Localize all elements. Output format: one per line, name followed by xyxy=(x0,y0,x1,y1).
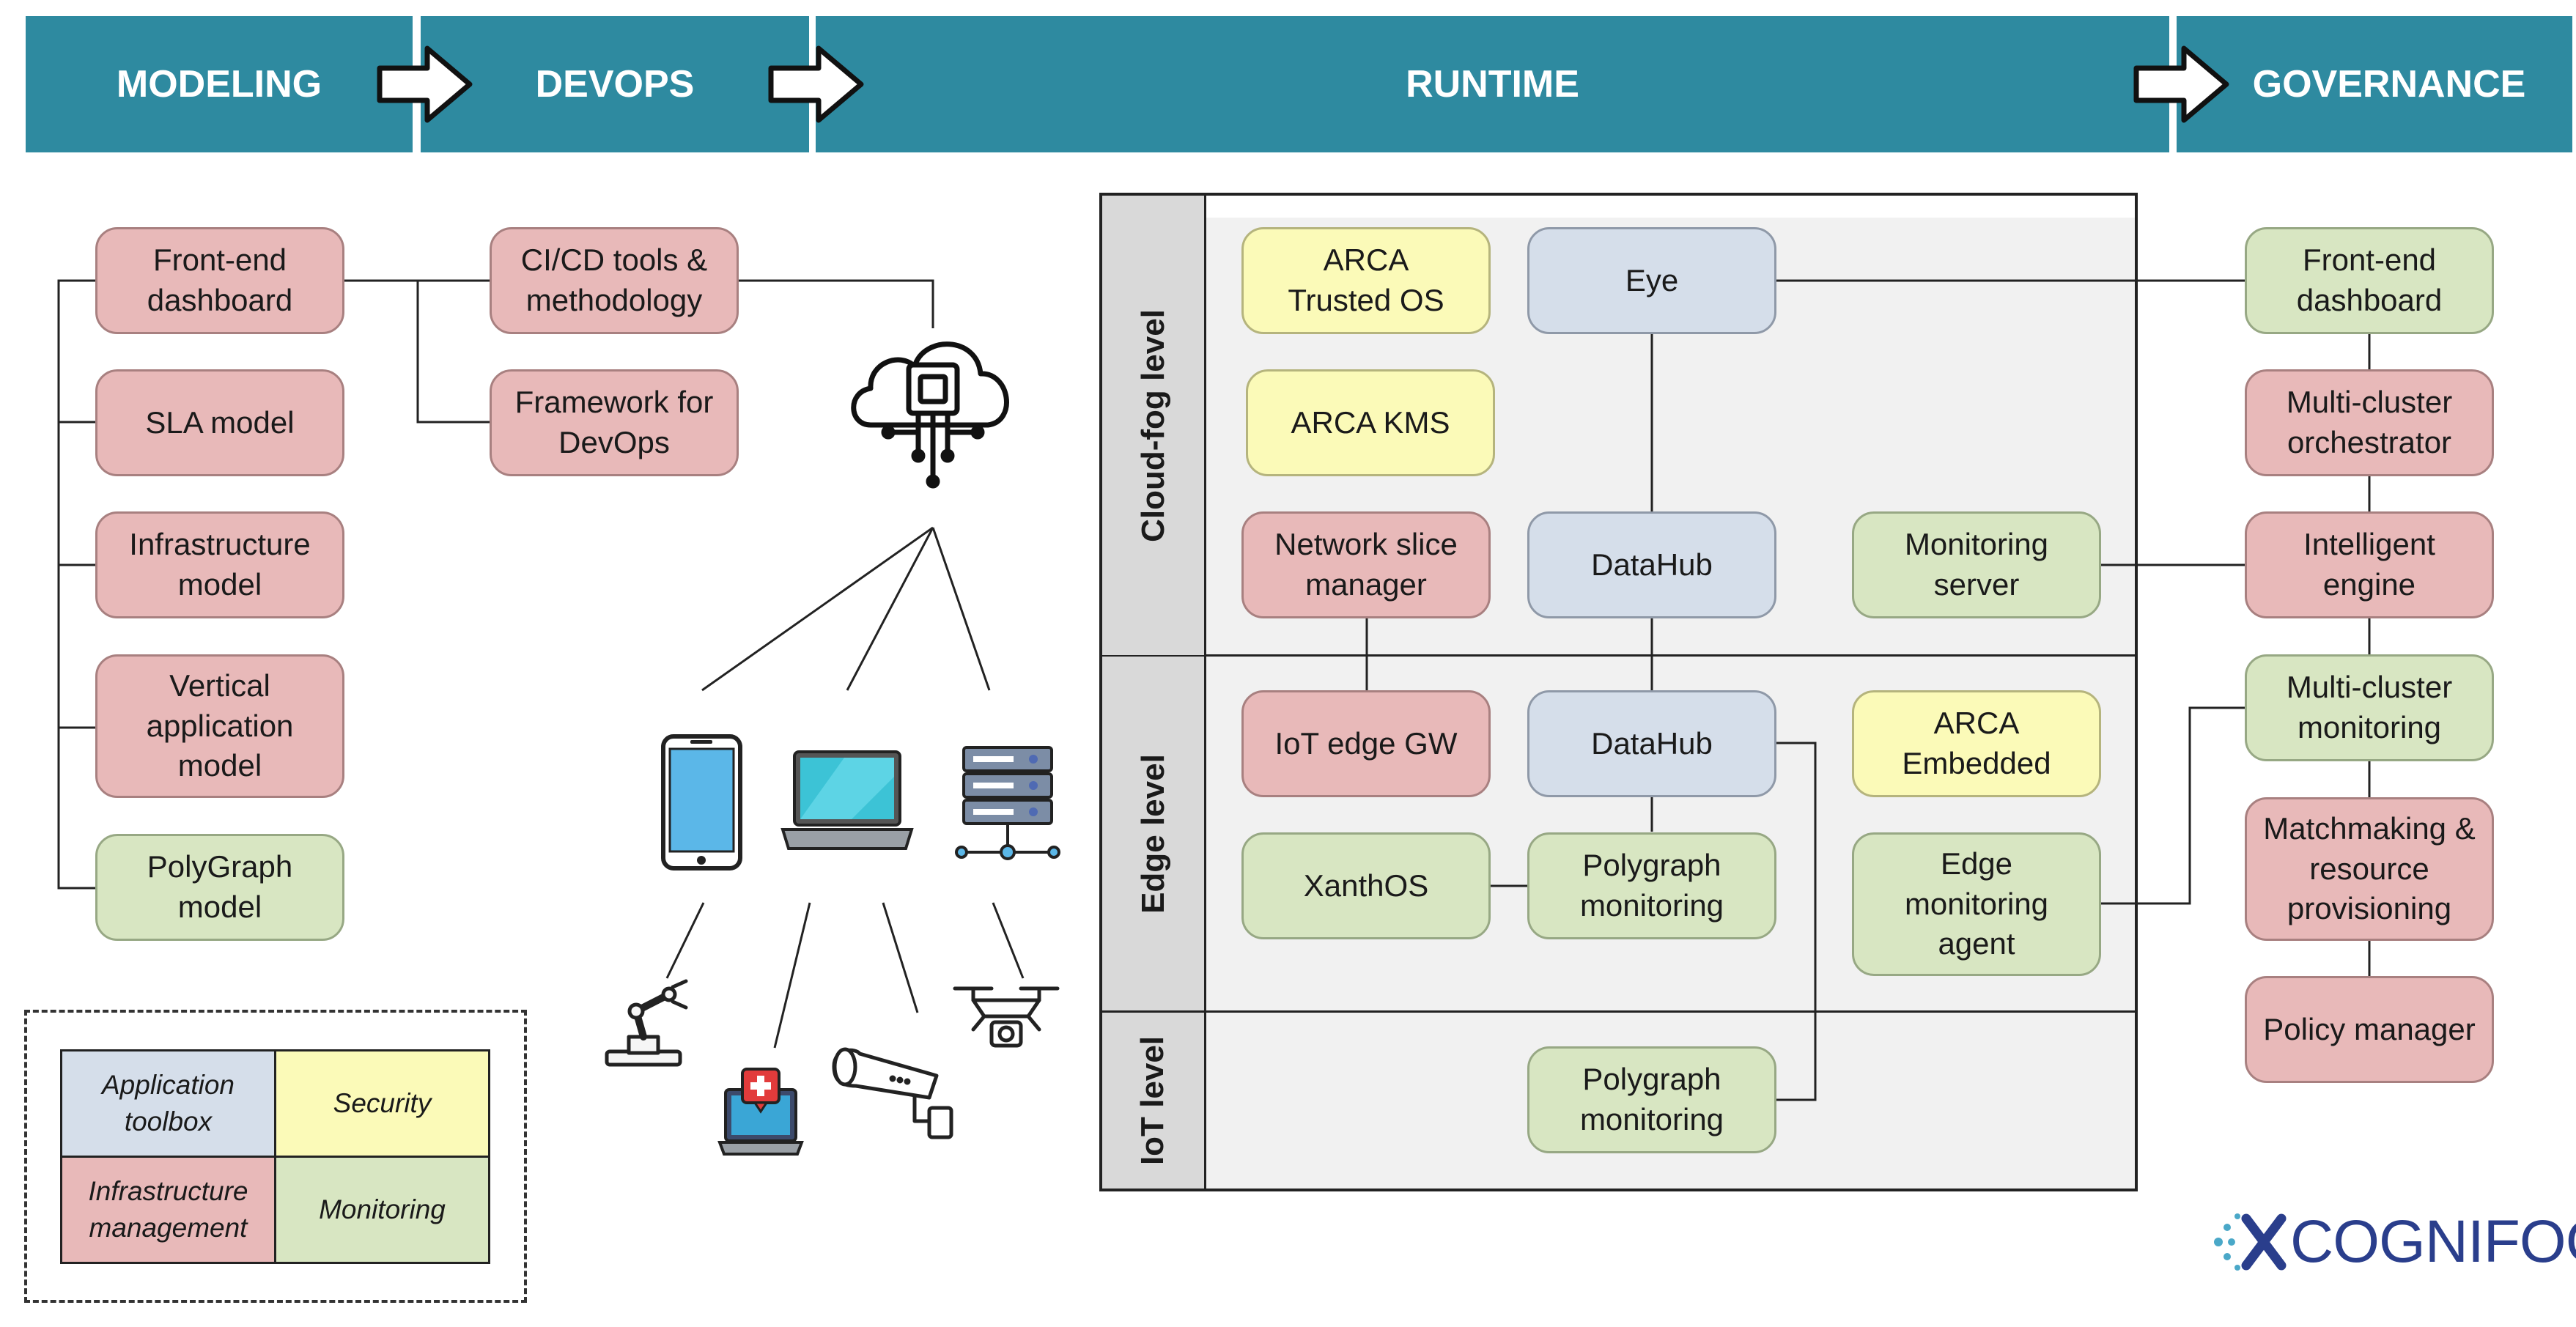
arca-kms: ARCA KMS xyxy=(1246,369,1495,476)
monitoring-server: Monitoring server xyxy=(1852,511,2101,618)
phase-modeling-label: MODELING xyxy=(116,63,322,106)
devops-cicd-tools: CI/CD tools & methodology xyxy=(490,227,739,334)
matchmaking-resource-provisioning: Matchmaking & resource provisioning xyxy=(2245,797,2494,941)
phase-modeling: MODELING xyxy=(26,16,413,152)
arrow-right-icon xyxy=(768,45,864,123)
legend-application-toolbox: Application toolbox xyxy=(60,1049,276,1158)
phase-runtime: RUNTIME xyxy=(816,16,2169,152)
edge-monitoring-agent: Edge monitoring agent xyxy=(1852,832,2101,976)
cognifog-logo-icon xyxy=(2214,1213,2287,1271)
phase-devops-label: DEVOPS xyxy=(535,63,695,106)
phase-devops: DEVOPS xyxy=(421,16,809,152)
legend-infrastructure-management: Infrastructure management xyxy=(60,1156,276,1264)
intelligent-engine: Intelligent engine xyxy=(2245,511,2494,618)
modeling-infrastructure-model: Infrastructure model xyxy=(95,511,344,618)
arca-embedded: ARCA Embedded xyxy=(1852,690,2101,797)
smartphone-icon xyxy=(661,734,742,871)
iot-edge-gw: IoT edge GW xyxy=(1241,690,1491,797)
level-label-cloud-fog: Cloud-fog level xyxy=(1102,196,1206,655)
governance-frontend-dashboard: Front-end dashboard xyxy=(2245,227,2494,334)
phase-governance-label: GOVERNANCE xyxy=(2252,63,2526,106)
level-label-iot: IoT level xyxy=(1102,1013,1206,1189)
multi-cluster-monitoring: Multi-cluster monitoring xyxy=(2245,654,2494,761)
cloud-chip-icon xyxy=(851,341,1009,489)
arrow-right-icon xyxy=(377,45,473,123)
network-slice-manager: Network slice manager xyxy=(1241,511,1491,618)
cognifog-logo-text: COGNIFOG xyxy=(2290,1208,2576,1275)
legend-monitoring: Monitoring xyxy=(274,1156,490,1264)
security-camera-icon xyxy=(832,1047,953,1139)
level-label-edge: Edge level xyxy=(1102,657,1206,1010)
phase-runtime-label: RUNTIME xyxy=(1406,63,1579,106)
arrow-right-icon xyxy=(2133,45,2229,123)
cloud-fog-band-top xyxy=(1206,196,2135,218)
modeling-vertical-application-model: Vertical application model xyxy=(95,654,344,798)
datahub-cloud: DataHub xyxy=(1527,511,1776,618)
medical-laptop-icon xyxy=(717,1068,804,1156)
cognifog-logo: COGNIFOG xyxy=(2210,1205,2576,1279)
drone-icon xyxy=(953,986,1060,1048)
phase-governance: GOVERNANCE xyxy=(2177,16,2572,152)
xanthos: XanthOS xyxy=(1241,832,1491,939)
policy-manager: Policy manager xyxy=(2245,976,2494,1083)
legend-security: Security xyxy=(274,1049,490,1158)
multi-cluster-orchestrator: Multi-cluster orchestrator xyxy=(2245,369,2494,476)
polygraph-monitoring-iot: Polygraph monitoring xyxy=(1527,1046,1776,1153)
modeling-frontend-dashboard: Front-end dashboard xyxy=(95,227,344,334)
laptop-icon xyxy=(780,750,914,850)
eye-box: Eye xyxy=(1527,227,1776,334)
polygraph-monitoring-edge: Polygraph monitoring xyxy=(1527,832,1776,939)
devops-framework: Framework for DevOps xyxy=(490,369,739,476)
legend: Application toolbox Security Infrastruct… xyxy=(24,1010,527,1303)
arca-trusted-os: ARCA Trusted OS xyxy=(1241,227,1491,334)
modeling-sla-model: SLA model xyxy=(95,369,344,476)
server-rack-icon xyxy=(955,746,1060,860)
robot-arm-icon xyxy=(605,979,688,1067)
modeling-polygraph-model: PolyGraph model xyxy=(95,834,344,941)
datahub-edge: DataHub xyxy=(1527,690,1776,797)
